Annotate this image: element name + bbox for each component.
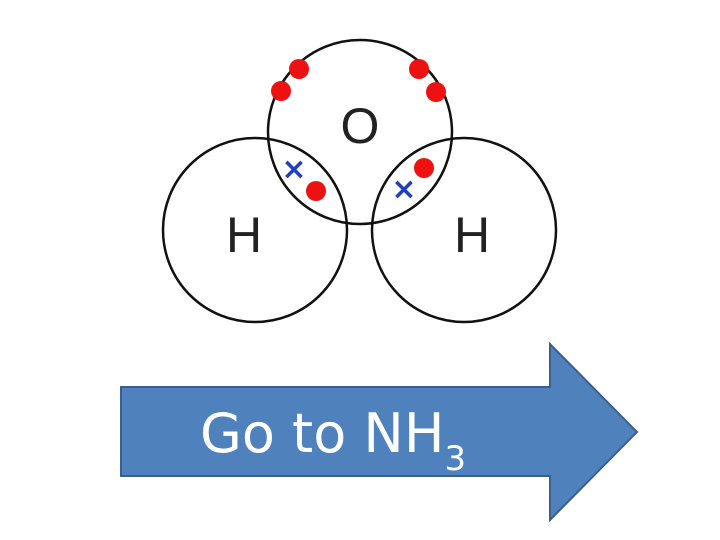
hydrogen-right-electron-cross: × [391,172,416,207]
oxygen-bond-electron [414,158,434,178]
oxygen-label: O [341,98,380,154]
oxygen-lone-electron [289,59,309,79]
oxygen-shell [266,38,454,226]
arrow-label-subscript: 3 [444,439,466,479]
go-to-nh3-arrow-button[interactable]: Go to NH3 [120,341,639,523]
hydrogen-left-label: H [226,207,262,263]
hydrogen-right-label: H [454,207,490,263]
oxygen-lone-electron [409,59,429,79]
oxygen-bond-electron [306,181,326,201]
oxygen-lone-electron [271,81,291,101]
hydrogen-left-shell [161,136,349,324]
arrow-shape[interactable] [120,341,639,523]
arrow-label[interactable]: Go to NH3 [200,402,466,479]
arrow-label-main: Go to NH [200,402,444,465]
hydrogen-right-shell [370,136,558,324]
hydrogen-left-electron-cross: × [281,152,306,187]
oxygen-lone-electron [426,82,446,102]
